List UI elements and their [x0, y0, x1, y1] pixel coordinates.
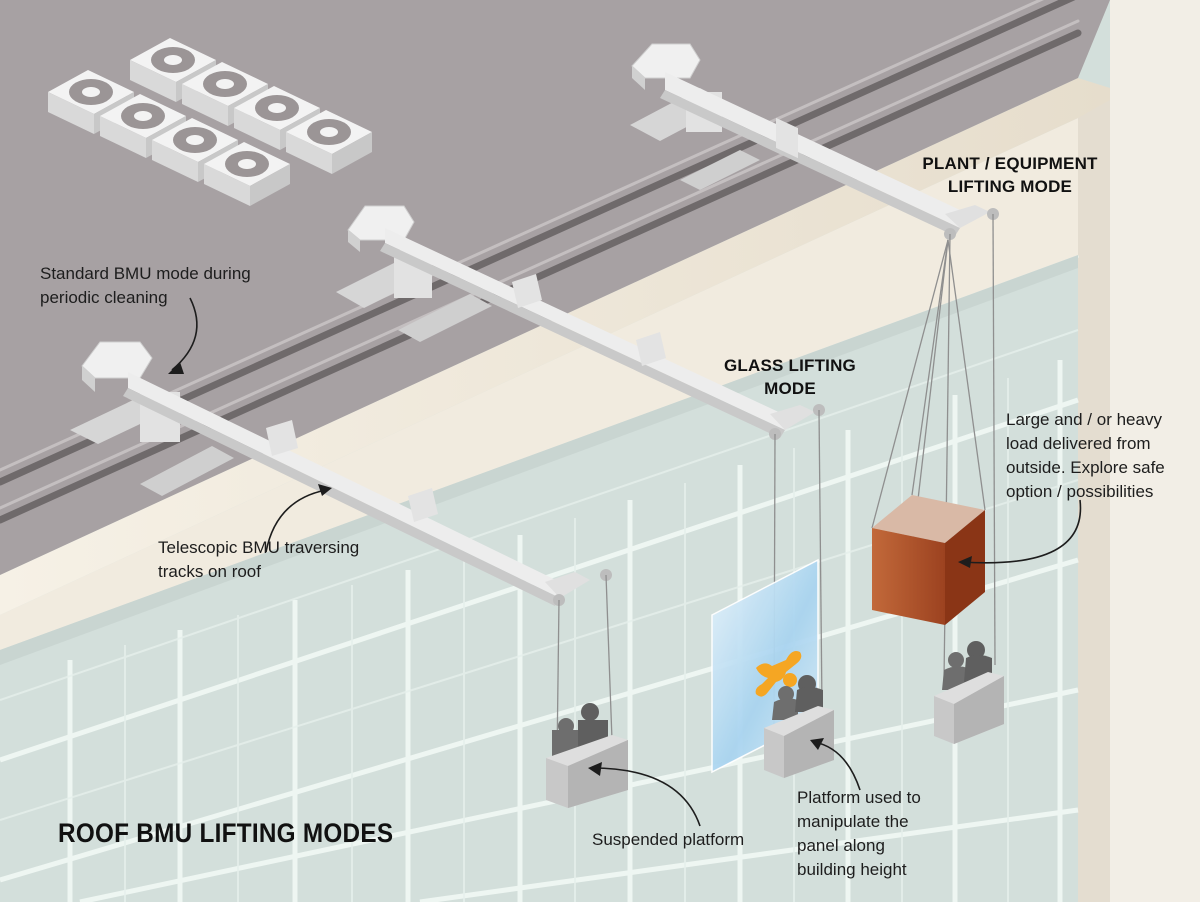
parapet-shadow [0, 255, 1078, 665]
hvac-unit [152, 118, 238, 182]
side-wall [1110, 0, 1200, 902]
arrowheads [168, 362, 972, 776]
rooftop-hvac-units [48, 38, 372, 206]
vacuum-lifter [755, 651, 802, 697]
bmu-machine-standard-mode [70, 341, 612, 606]
heavy-load-crate [872, 495, 985, 625]
parapet-top [0, 78, 1110, 615]
platform-panel-callout: Platform used to manipulate the panel al… [797, 788, 921, 879]
parapet-face [0, 118, 1078, 650]
plant-lifting-mode-heading: PLANT / EQUIPMENT LIFTING MODE [922, 154, 1098, 196]
bmu-machine-glass-mode [336, 205, 825, 440]
side-wall-edge [1078, 88, 1110, 902]
telescopic-callout: Telescopic BMU traversing tracks on roof [158, 538, 360, 581]
hvac-unit [286, 110, 372, 174]
heavy-load-callout: Large and / or heavy load delivered from… [1006, 410, 1165, 501]
plant-platform [934, 641, 1004, 744]
suspended-platform [546, 703, 628, 808]
suspended-platform-callout: Suspended platform [592, 830, 745, 849]
bmu-machine-plant-mode [630, 43, 999, 240]
diagram-title: ROOF BMU LIFTING MODES [58, 818, 394, 848]
glass-platform [764, 675, 834, 778]
standard-mode-callout: Standard BMU mode during periodic cleani… [40, 264, 251, 307]
hvac-unit [204, 142, 290, 206]
glass-lifting-mode-heading: GLASS LIFTING MODE [724, 356, 856, 398]
